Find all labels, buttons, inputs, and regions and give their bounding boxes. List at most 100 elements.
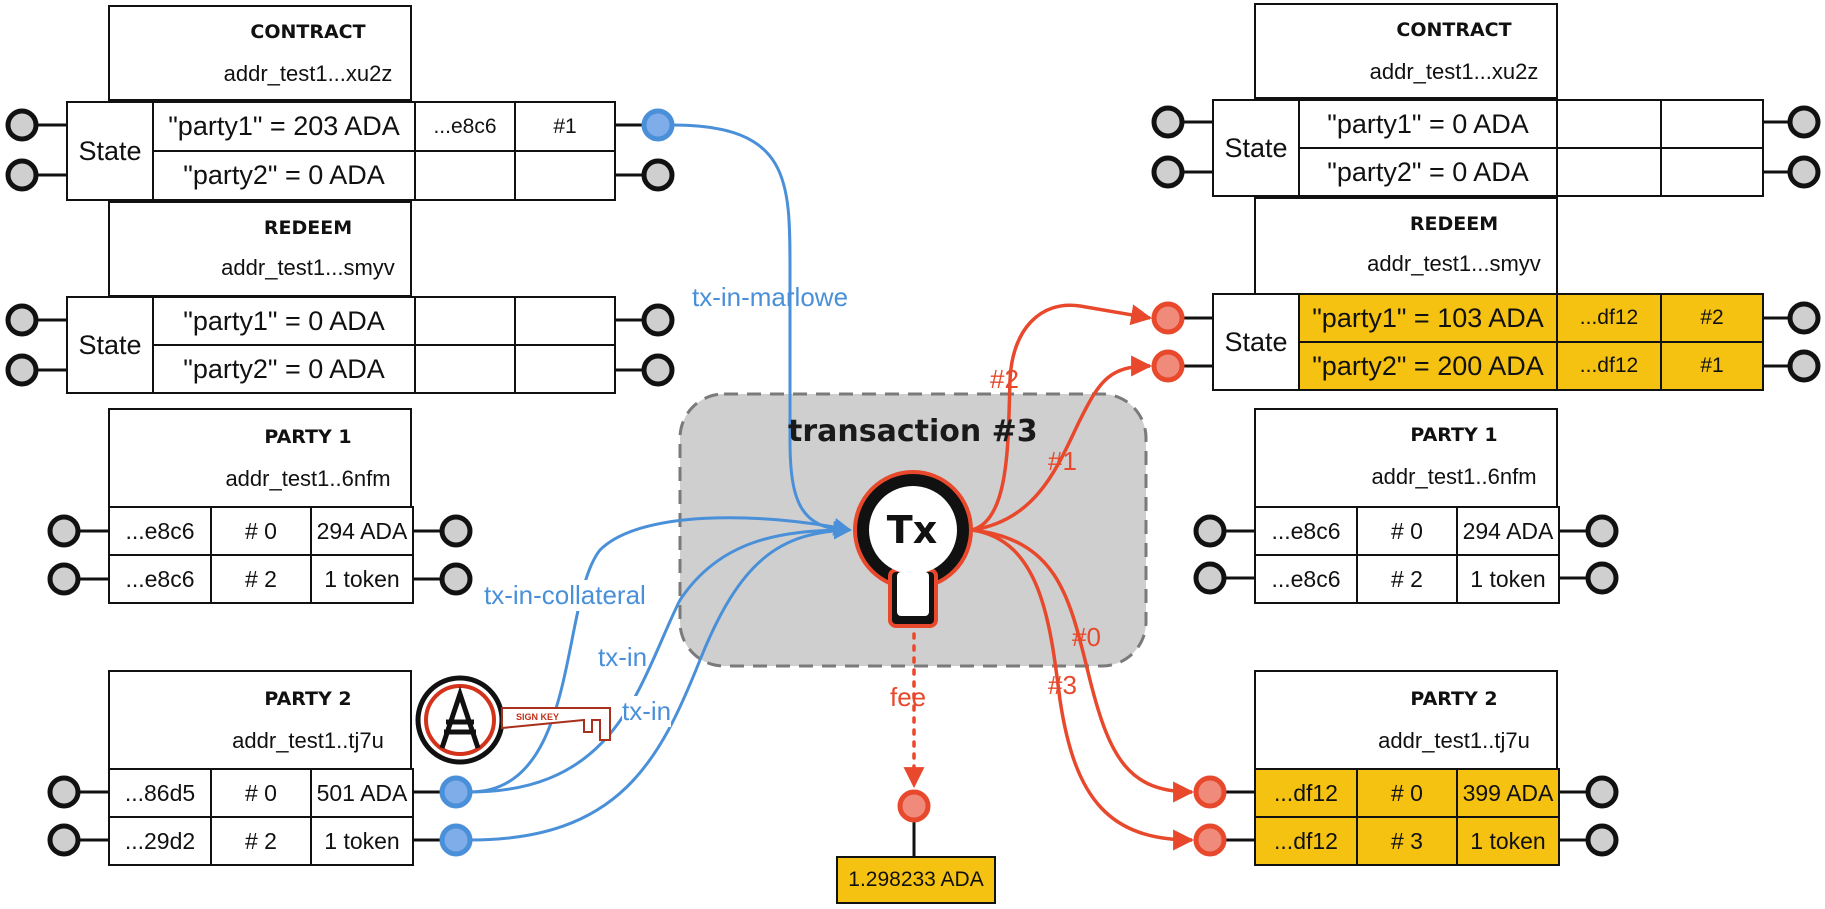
output-dot-party2-token [1193, 823, 1227, 857]
left-redeem-title: REDEEM [263, 217, 353, 239]
txid-cell: ...86d5 [108, 768, 212, 818]
value-cell: 294 ADA [1456, 506, 1560, 556]
arrow-out-2 [971, 303, 1153, 532]
left-party2-table: ...86d5 # 0 501 ADA ...29d2 # 2 1 token [108, 768, 414, 866]
index-cell: # 3 [1356, 816, 1458, 866]
index-cell: # 2 [1356, 554, 1458, 604]
state-value: "party1" = 203 ADA [152, 101, 416, 152]
index-cell: #1 [514, 101, 616, 152]
txid-cell: ...df12 [1556, 341, 1662, 391]
left-redeem-header: REDEEM addr_test1...smyv [108, 201, 412, 297]
left-contract-header: CONTRACT addr_test1...xu2z [108, 5, 412, 101]
input-dot-party2-ada [439, 775, 473, 809]
state-value: "party2" = 0 ADA [1298, 147, 1558, 197]
label-out-1: #1 [1048, 446, 1077, 476]
output-dot-redeem-party1 [1151, 301, 1185, 335]
state-value: "party1" = 0 ADA [152, 296, 416, 346]
input-dot-party2-token [439, 823, 473, 857]
label-tx-in-collateral: tx-in-collateral [484, 580, 646, 611]
value-cell: 1 token [1456, 554, 1560, 604]
output-arrows [903, 303, 1195, 851]
index-cell: # 0 [210, 506, 312, 556]
input-dots [439, 108, 675, 857]
table-row: ...86d5 # 0 501 ADA [108, 768, 414, 818]
tx-node [853, 470, 973, 628]
output-dot-fee [897, 789, 931, 823]
table-row: "party2" = 0 ADA [1213, 147, 1764, 197]
output-dot-redeem-party2 [1151, 349, 1185, 383]
right-party1-address: addr_test1..6nfm [1371, 464, 1537, 489]
label-tx-in-1: tx-in [598, 642, 648, 672]
right-redeem-header: REDEEM addr_test1...smyv [1254, 197, 1558, 295]
right-party2-address: addr_test1..tj7u [1378, 728, 1530, 753]
right-connectors [912, 120, 1790, 856]
left-redeem-address: addr_test1...smyv [221, 255, 395, 280]
arrow-tx-in-marlowe [671, 123, 852, 539]
left-party2-address: addr_test1..tj7u [232, 728, 384, 753]
left-party1-title: PARTY 1 [264, 426, 352, 448]
sign-key-text: SIGN KEY [516, 712, 560, 722]
right-party1-title: PARTY 1 [1410, 424, 1498, 446]
txid-cell: ...df12 [1254, 816, 1358, 866]
state-value: "party2" = 200 ADA [1298, 341, 1558, 391]
state-label: State [66, 296, 154, 394]
txid-cell [414, 150, 516, 201]
txid-cell: ...e8c6 [1254, 506, 1358, 556]
state-label: State [1212, 293, 1300, 391]
index-cell [514, 296, 616, 346]
txid-cell: ...29d2 [108, 816, 212, 866]
arrow-out-0 [971, 528, 1195, 803]
index-cell [1660, 147, 1764, 197]
table-row: "party2" = 0 ADA [67, 150, 616, 201]
txid-cell [1556, 99, 1662, 149]
state-value: "party2" = 0 ADA [152, 344, 416, 394]
txid-cell: ...e8c6 [108, 506, 212, 556]
label-out-2: #2 [990, 364, 1019, 394]
right-party1-header: PARTY 1 addr_test1..6nfm [1254, 408, 1558, 508]
left-connectors [36, 123, 644, 842]
index-cell [514, 344, 616, 394]
state-value: "party2" = 0 ADA [152, 150, 416, 201]
table-row: "party2" = 0 ADA [67, 344, 616, 394]
left-party2-title: PARTY 2 [264, 688, 352, 710]
index-cell [1660, 99, 1764, 149]
table-row: ...e8c6 # 0 294 ADA [1254, 506, 1560, 556]
value-cell: 1 token [310, 554, 414, 604]
arrow-out-1 [971, 355, 1153, 532]
value-cell: 399 ADA [1456, 768, 1560, 818]
txid-cell: ...df12 [1556, 293, 1662, 343]
table-row: ...e8c6 # 0 294 ADA [108, 506, 414, 556]
table-row: State "party1" = 203 ADA ...e8c6 #1 [66, 101, 616, 201]
input-dot-contract [641, 108, 675, 142]
label-tx-in-2: tx-in [622, 696, 672, 727]
right-contract-header: CONTRACT addr_test1...xu2z [1254, 3, 1558, 99]
label-out-0: #0 [1072, 622, 1101, 652]
index-cell: # 0 [1356, 506, 1458, 556]
left-party1-header: PARTY 1 addr_test1..6nfm [108, 408, 412, 508]
state-label: State [66, 101, 154, 201]
state-label: State [1212, 99, 1300, 197]
left-contract-address: addr_test1...xu2z [223, 61, 393, 86]
left-party1-address: addr_test1..6nfm [225, 466, 391, 491]
right-contract-title: CONTRACT [1396, 19, 1512, 41]
table-row: State "party1" = 103 ADA ...df12 #2 [1212, 293, 1764, 391]
value-cell: 1 token [310, 816, 414, 866]
txid-cell: ...df12 [1254, 768, 1358, 818]
right-redeem-title: REDEEM [1409, 213, 1499, 235]
tx-node-label: Tx [886, 508, 938, 552]
table-row: ...df12 # 3 1 token [1254, 816, 1560, 866]
table-row: ...e8c6 # 2 1 token [1254, 554, 1560, 604]
index-cell: #2 [1660, 293, 1764, 343]
right-redeem-table: State "party1" = 103 ADA ...df12 #2 "par… [1212, 293, 1764, 391]
left-contract-title: CONTRACT [250, 21, 366, 43]
table-row: State "party1" = 0 ADA [1212, 99, 1764, 197]
table-row: ...e8c6 # 2 1 token [108, 554, 414, 604]
left-connector-dots [5, 108, 675, 857]
table-row: ...29d2 # 2 1 token [108, 816, 414, 866]
fee-label: fee [890, 682, 927, 712]
arrow-out-3 [971, 528, 1195, 851]
right-party1-table: ...e8c6 # 0 294 ADA ...e8c6 # 2 1 token [1254, 506, 1560, 604]
right-redeem-address: addr_test1...smyv [1367, 251, 1541, 276]
right-contract-address: addr_test1...xu2z [1369, 59, 1539, 84]
